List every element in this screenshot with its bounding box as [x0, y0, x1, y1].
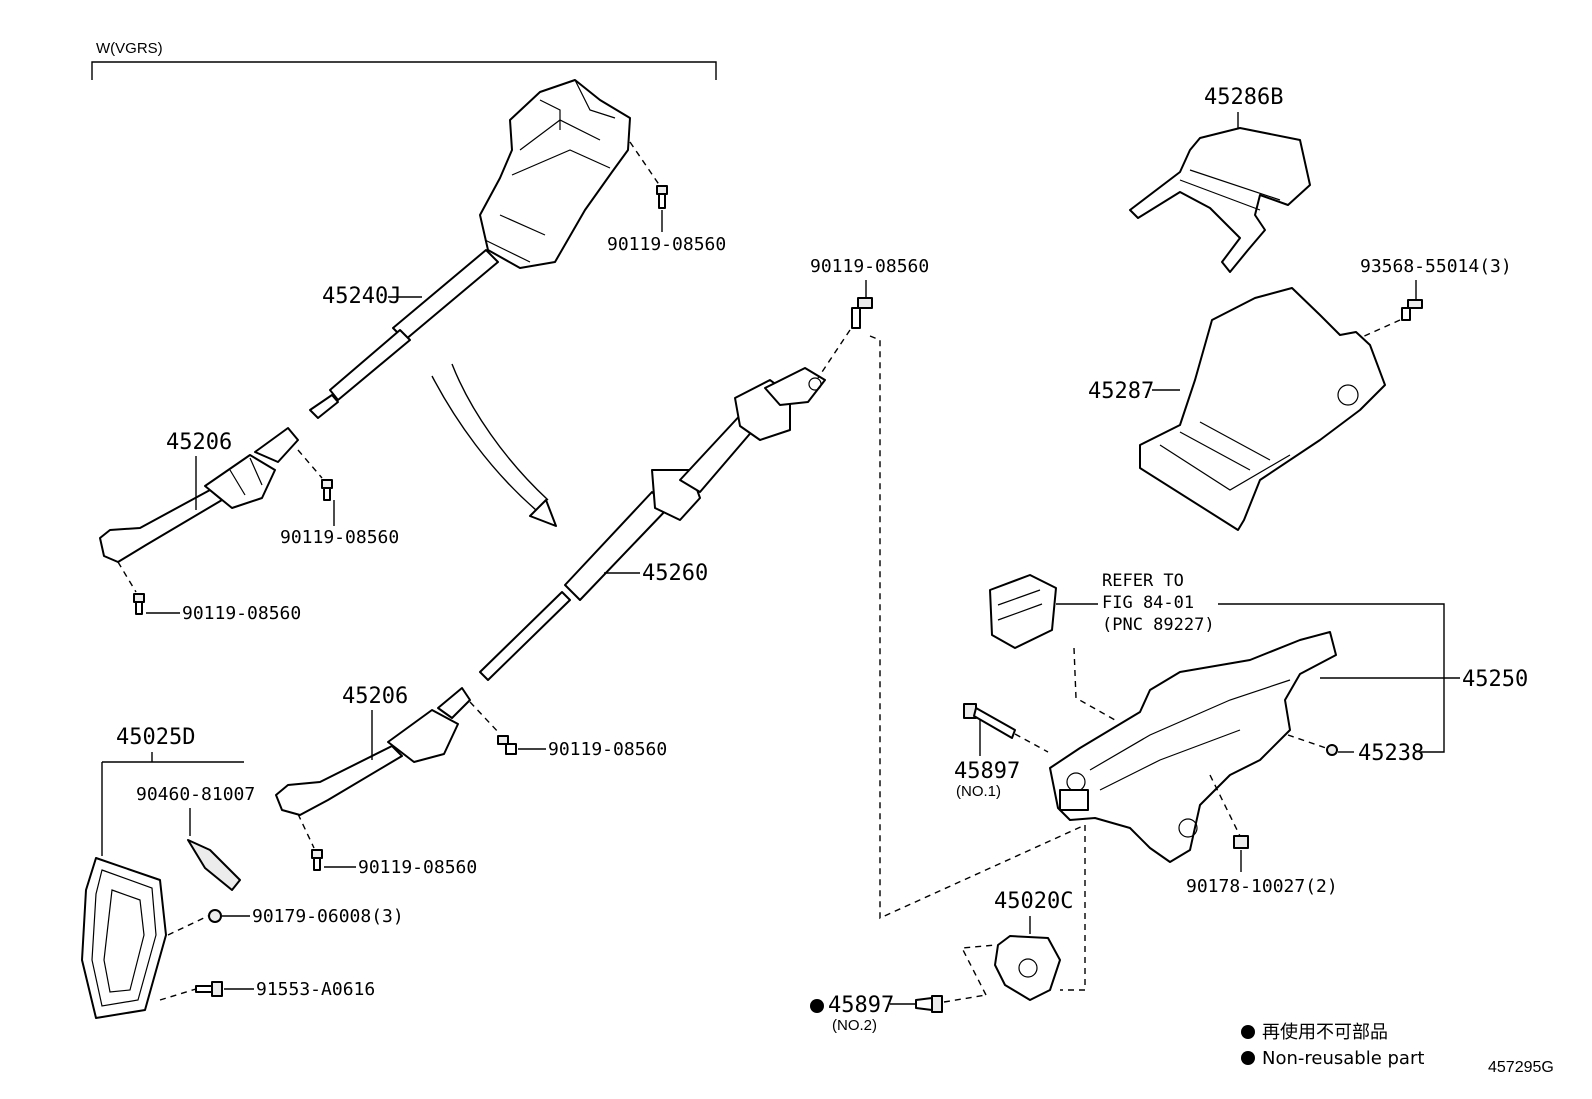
part-number-bolt-lower-joint: 90119-08560 [548, 739, 667, 760]
part-number-45897-no2: 45897 [828, 993, 894, 1018]
steering-shaft-45240j-drawing [309, 79, 631, 419]
part-number-45238: 45238 [1358, 741, 1424, 766]
legend-jp: 再使用不可部品 [1262, 1022, 1388, 1043]
bolt-icon [311, 849, 323, 871]
leader-bolt-top [629, 141, 661, 187]
legend-marker-icon [1241, 1025, 1255, 1039]
universal-joint-45206-upper-drawing [99, 427, 299, 563]
bolt-icon [133, 593, 145, 615]
part-number-93568-55014: 93568-55014(3) [1360, 256, 1512, 277]
part-number-91553-a0616: 91553-A0616 [256, 979, 375, 1000]
column-cover-upper-45286b-drawing [1129, 127, 1311, 273]
non-reusable-marker-icon [810, 999, 824, 1013]
legend-en: Non-reusable part [1262, 1048, 1424, 1069]
screw-icon [195, 981, 223, 997]
part-number-90179-06008: 90179-06008(3) [252, 906, 404, 927]
bolt-icon [497, 735, 517, 755]
part-number-45287: 45287 [1088, 379, 1154, 404]
screw-icon [1401, 299, 1423, 321]
part-number-bolt-upper-joint-low: 90119-08560 [182, 603, 301, 624]
nut-icon [1326, 744, 1338, 756]
part-number-bolt-lower-joint-low: 90119-08560 [358, 857, 477, 878]
refer-note-line3: (PNC 89227) [1102, 615, 1215, 635]
part-number-45206-lower: 45206 [342, 684, 408, 709]
variant-label: W(VGRS) [96, 40, 163, 57]
bolt-icon [321, 479, 333, 501]
bolt-icon [851, 297, 873, 329]
figure-id: 457295G [1488, 1059, 1554, 1076]
part-number-45286b: 45286B [1204, 85, 1283, 110]
part-number-45260: 45260 [642, 561, 708, 586]
universal-joint-45206-lower-drawing [275, 687, 471, 816]
lock-bracket-45020c-drawing [994, 935, 1061, 1001]
part-number-bolt-top: 90119-08560 [607, 234, 726, 255]
part-number-45250: 45250 [1462, 667, 1528, 692]
part-number-45206-upper: 45206 [166, 430, 232, 455]
intermediate-shaft-45260-drawing [479, 367, 826, 681]
no2-label: (NO.2) [832, 1017, 877, 1034]
part-number-90178-10027: 90178-10027(2) [1186, 876, 1338, 897]
arrow-icon [431, 363, 557, 527]
refer-note-line2: FIG 84-01 [1102, 593, 1194, 613]
bolt-icon [963, 703, 1016, 739]
column-cover-lower-45287-drawing [1139, 287, 1386, 531]
assembly-link-line [869, 335, 1086, 920]
part-number-45020c: 45020C [994, 889, 1073, 914]
bolt-icon [656, 185, 668, 209]
legend-marker-icon [1241, 1051, 1255, 1065]
part-number-bolt-mid-top: 90119-08560 [810, 256, 929, 277]
no1-label: (NO.1) [956, 783, 1001, 800]
nut-icon [208, 909, 222, 923]
steering-column-45250-drawing [1049, 631, 1337, 863]
part-number-90460-81007: 90460-81007 [136, 784, 255, 805]
ecu-box-drawing [989, 574, 1057, 649]
refer-note-line1: REFER TO [1102, 571, 1184, 591]
part-number-45025d: 45025D [116, 725, 195, 750]
part-number-45897-no1: 45897 [954, 759, 1020, 784]
cover-45025d-drawing [81, 839, 241, 1019]
part-number-bolt-upper-joint: 90119-08560 [280, 527, 399, 548]
variant-bracket [91, 61, 717, 80]
nut-icon [1233, 835, 1249, 849]
bolt-icon [915, 995, 943, 1013]
